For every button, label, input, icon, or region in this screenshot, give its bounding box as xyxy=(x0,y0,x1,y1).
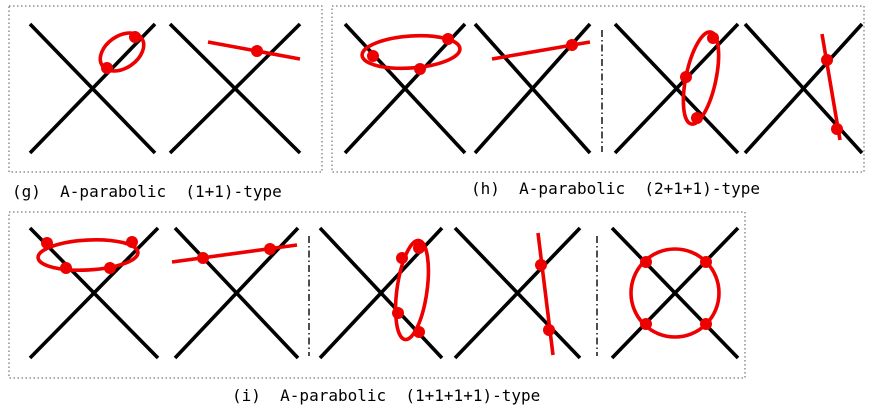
panel-g-frame xyxy=(8,5,323,173)
red-node xyxy=(543,324,555,336)
panel-i-frame xyxy=(8,211,746,379)
panel-h xyxy=(331,5,865,173)
red-node xyxy=(700,256,712,268)
red-node xyxy=(251,45,263,57)
crossing-line xyxy=(743,22,864,155)
red-node xyxy=(413,242,425,254)
red-node xyxy=(691,112,703,124)
red-loop xyxy=(629,247,721,339)
red-chord xyxy=(820,33,842,141)
panel-i-figure-1 xyxy=(28,226,160,360)
caption-i: (i) A-parabolic (1+1+1+1)-type xyxy=(232,386,541,405)
panel-i xyxy=(8,211,746,379)
panel-g-figure-2 xyxy=(168,22,302,155)
red-node xyxy=(197,252,209,264)
caption-h: (h) A-parabolic (2+1+1)-type xyxy=(471,179,760,198)
red-node xyxy=(264,243,276,255)
red-node xyxy=(414,63,426,75)
red-node xyxy=(831,123,843,135)
red-node xyxy=(104,262,116,274)
crossing-line xyxy=(453,226,582,360)
red-node xyxy=(700,318,712,330)
red-node xyxy=(126,236,138,248)
red-node xyxy=(707,32,719,44)
caption-g: (g) A-parabolic (1+1)-type xyxy=(12,182,282,201)
panel-g xyxy=(8,5,323,173)
red-node xyxy=(640,318,652,330)
red-node xyxy=(640,256,652,268)
red-loop xyxy=(36,237,140,273)
red-node xyxy=(442,33,454,45)
red-node xyxy=(680,71,692,83)
panel-h-frame xyxy=(331,5,865,173)
red-node xyxy=(396,252,408,264)
crossing-line xyxy=(343,22,467,155)
panel-i-figure-4 xyxy=(453,226,582,360)
red-node xyxy=(367,50,379,62)
red-node xyxy=(566,39,578,51)
red-loop xyxy=(393,238,431,342)
red-chord xyxy=(171,243,298,264)
panel-h-figure-4 xyxy=(743,22,864,155)
panel-i-figure-2 xyxy=(171,226,300,360)
panel-g-figure-1 xyxy=(28,22,157,155)
red-node xyxy=(101,62,113,74)
crossing-line xyxy=(28,22,157,155)
crossing-line xyxy=(173,226,300,360)
red-node xyxy=(535,259,547,271)
panel-h-figure-1 xyxy=(343,22,467,155)
red-node xyxy=(392,307,404,319)
panel-i-figure-3 xyxy=(318,226,444,360)
red-node xyxy=(41,237,53,249)
panel-h-figure-2 xyxy=(473,22,592,155)
red-chord xyxy=(536,232,555,356)
crossing-line xyxy=(168,22,302,155)
red-node xyxy=(129,31,141,43)
crossing-line xyxy=(610,226,740,360)
red-node xyxy=(413,326,425,338)
panel-i-figure-5 xyxy=(610,226,740,360)
red-node xyxy=(60,262,72,274)
red-node xyxy=(821,54,833,66)
panel-h-figure-3 xyxy=(613,22,740,155)
red-loop xyxy=(360,33,462,71)
